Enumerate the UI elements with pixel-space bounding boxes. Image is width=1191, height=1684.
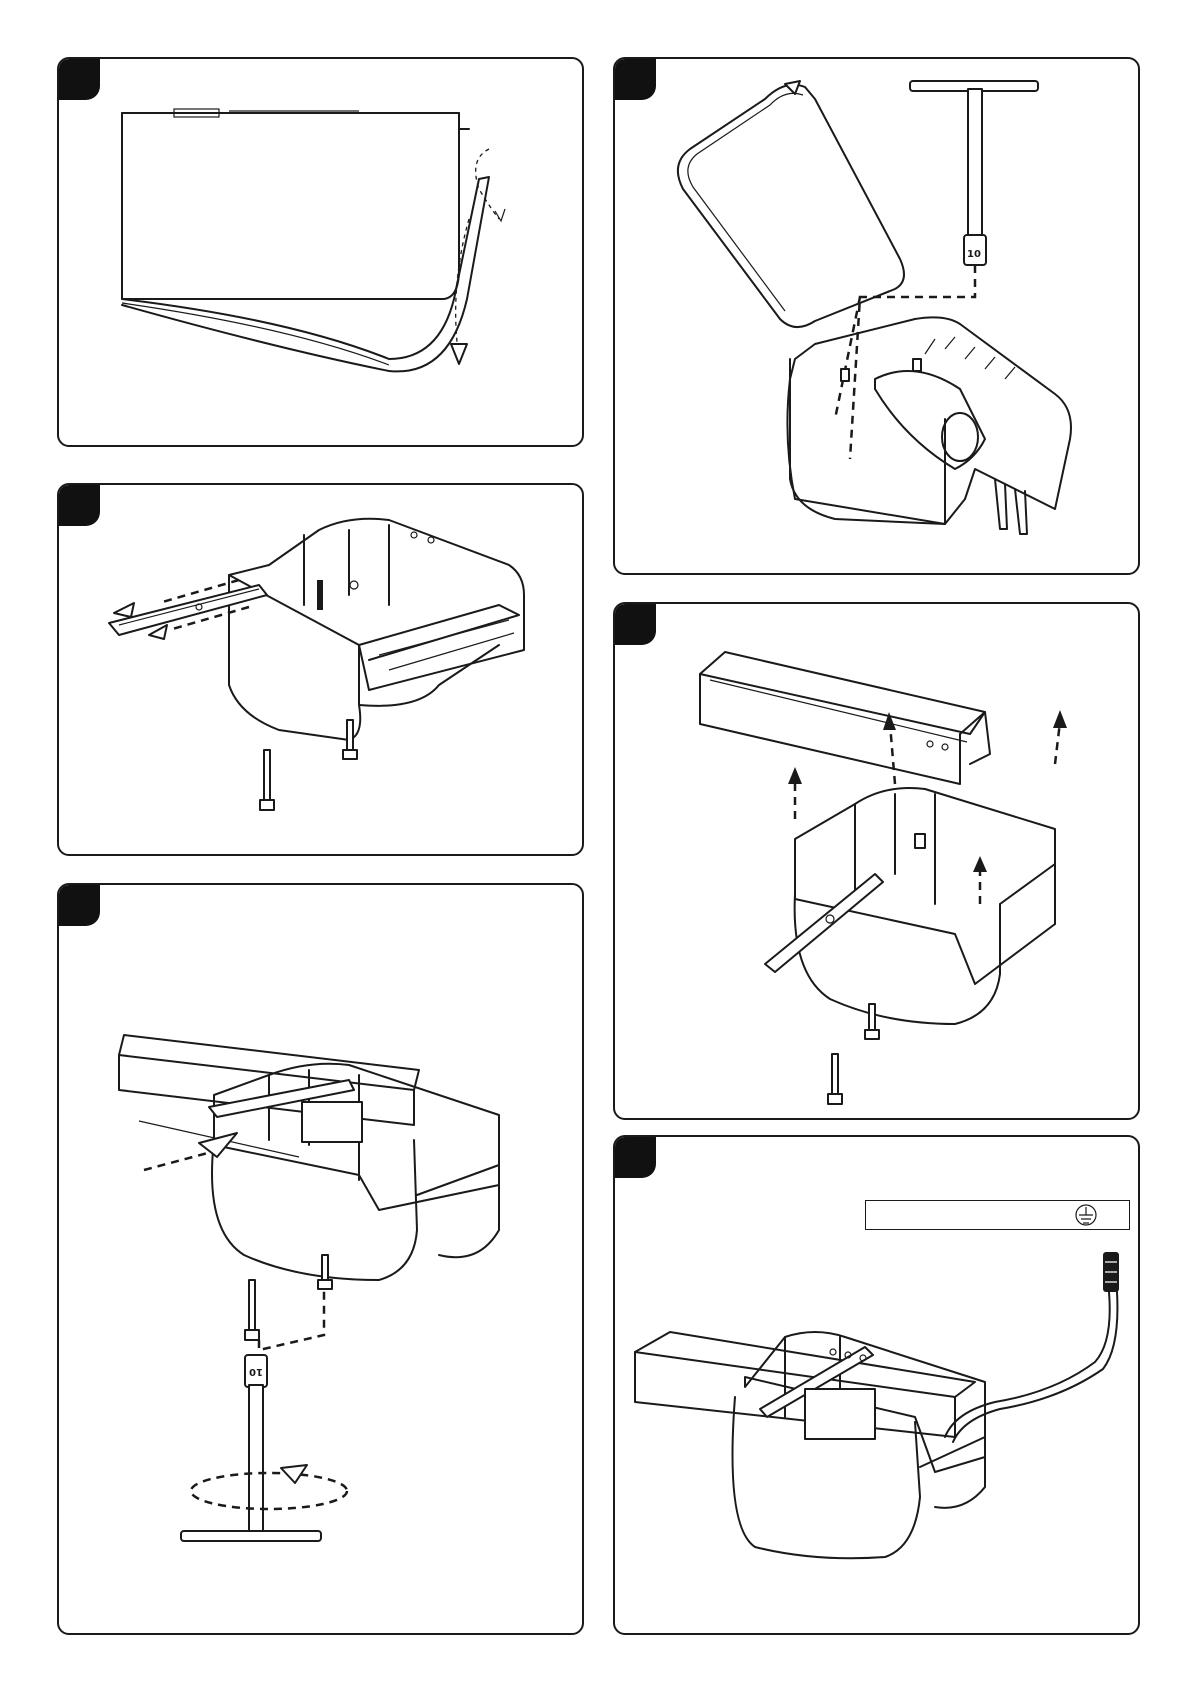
bolt-icon — [828, 1004, 879, 1104]
panel-cover-removal — [57, 57, 584, 447]
motor-cover-illustration — [122, 109, 489, 371]
panel-cover-open-unscrew: 10 — [613, 57, 1140, 575]
t-wrench-icon: 10 — [835, 81, 1038, 459]
panel-housing-lift-off — [613, 602, 1140, 1120]
rail-fastening-drawing: 10 — [59, 885, 584, 1635]
motor-base-illustration — [765, 741, 1055, 1024]
wrench-size-label: 10 — [967, 249, 981, 260]
rail-profile-illustration — [700, 652, 990, 784]
motor-housing-illustration — [229, 519, 524, 740]
earth-ground-icon — [1076, 1205, 1096, 1225]
panel-power-cable-earth — [613, 1135, 1140, 1635]
direction-arrow-icon — [144, 1133, 237, 1170]
cover-removal-drawing — [59, 59, 584, 447]
motor-housing-illustration — [209, 1064, 499, 1280]
power-cable-illustration — [945, 1252, 1119, 1442]
t-wrench-icon: 10 — [181, 1355, 321, 1541]
motor-base-illustration — [787, 317, 1071, 534]
bracket-slide-drawing — [59, 485, 584, 856]
housing-lift-drawing — [615, 604, 1140, 1120]
wrench-size-label: 10 — [249, 1366, 263, 1377]
direction-arrow-icon — [788, 710, 1067, 904]
opened-lid-illustration — [678, 81, 904, 327]
panel-rail-fastening: 10 — [57, 883, 584, 1635]
cover-open-drawing: 10 — [615, 59, 1140, 575]
panel-bracket-slide-out — [57, 483, 584, 856]
power-cable-drawing — [615, 1137, 1140, 1635]
rotation-arrow-icon — [191, 1465, 347, 1509]
